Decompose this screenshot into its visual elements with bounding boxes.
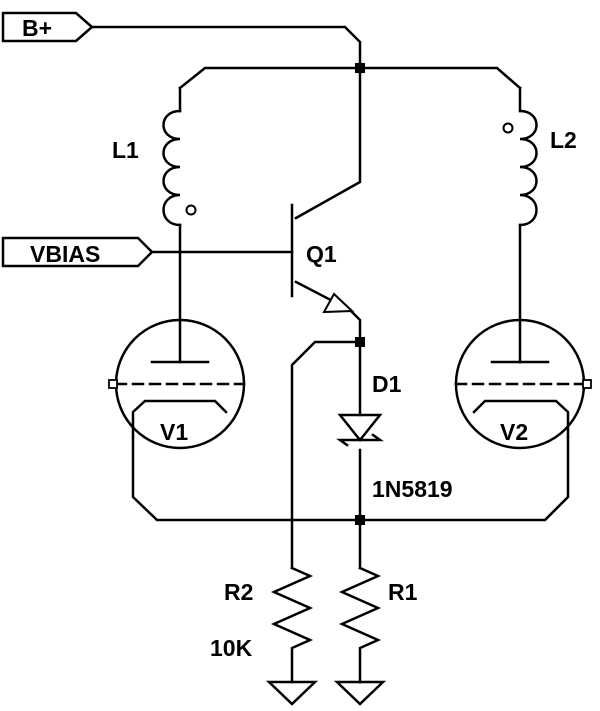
- wire-top-bus: [178, 66, 522, 90]
- diode-d1: D1 1N5819: [336, 371, 453, 502]
- transistor-q1-label: Q1: [306, 241, 337, 267]
- port-vbias-label: VBIAS: [30, 241, 100, 267]
- v1-grid-pin: [108, 379, 118, 389]
- inductor-l1-label: L1: [112, 137, 139, 163]
- inductor-l2: L2: [502, 109, 577, 227]
- resistor-r1-label: R1: [388, 579, 418, 605]
- wire-return-bus: [131, 435, 570, 522]
- junction-top: [355, 63, 365, 73]
- tube-v1-label: V1: [160, 419, 188, 445]
- resistor-r2-value: 10K: [210, 635, 253, 661]
- l1-polarity-dot: [185, 204, 197, 216]
- wire-node-r2: [290, 340, 362, 570]
- wires: [90, 25, 570, 570]
- port-bplus: B+: [1, 11, 94, 43]
- tube-v1: V1: [108, 318, 246, 450]
- wire-emitter-node: [348, 308, 362, 344]
- junction-emitter: [355, 337, 365, 347]
- resistor-r2-label: R2: [224, 579, 253, 605]
- resistor-r1: R1: [338, 566, 418, 684]
- resistor-r2: R2 10K: [210, 566, 314, 684]
- diode-d1-label: D1: [372, 371, 402, 397]
- junction-bottom: [355, 515, 365, 525]
- port-bplus-label: B+: [22, 15, 52, 41]
- l2-polarity-dot: [502, 122, 514, 134]
- ground-right: [333, 680, 387, 706]
- q1-emitter-arrow: [322, 292, 355, 314]
- inductor-l2-label: L2: [550, 127, 577, 153]
- wire-bplus-feed: [90, 25, 362, 70]
- tube-v2-label: V2: [500, 419, 528, 445]
- v2-grid-pin: [582, 379, 592, 389]
- port-vbias: VBIAS: [1, 236, 154, 268]
- diode-d1-part: 1N5819: [372, 476, 453, 502]
- tube-v2: V2: [454, 318, 592, 450]
- ground-left: [265, 680, 319, 706]
- inductor-l1: L1: [112, 109, 197, 227]
- transistor-q1: Q1: [290, 203, 355, 314]
- wire-q1-collector: [294, 66, 362, 220]
